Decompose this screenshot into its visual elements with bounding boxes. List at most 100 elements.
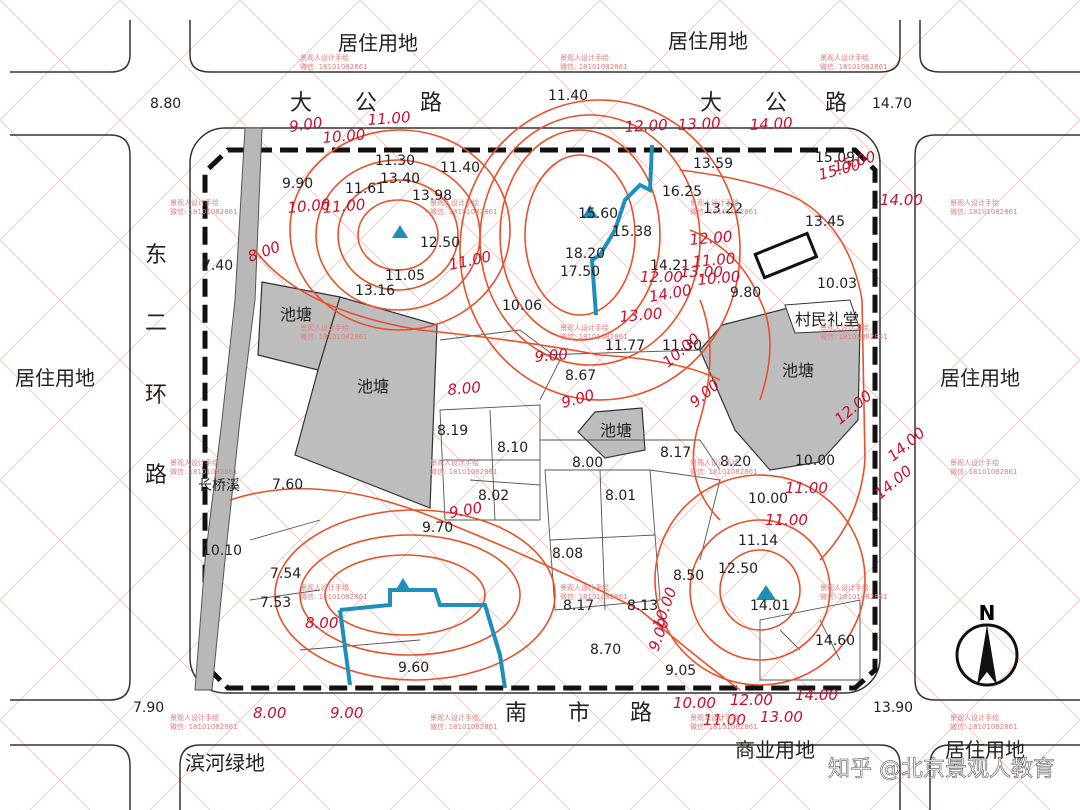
watermark-line: 景观人设计手绘	[430, 458, 479, 467]
spot-elevation: 13.40	[380, 171, 420, 187]
spot-elevation: 8.20	[720, 454, 751, 470]
spot-elevation: 9.60	[398, 660, 429, 676]
contour-value: 8.00	[447, 378, 482, 399]
spot-elevation: 13.45	[805, 214, 845, 230]
contour-value: 12.00	[730, 691, 773, 709]
land-use-label: 居住用地	[15, 366, 95, 390]
spot-elevation: 11.77	[605, 338, 645, 354]
watermark-line: 微信: 18101082861	[820, 62, 888, 71]
spot-elevation: 9.90	[282, 176, 313, 192]
spot-elevation: 10.03	[817, 276, 857, 292]
spot-elevation: 11.61	[345, 181, 385, 197]
spot-elevation: 8.13	[627, 598, 658, 614]
road-curbs	[10, 20, 1080, 810]
contour-value: 13.00	[760, 708, 803, 726]
village-hall-label: 村民礼堂	[795, 310, 859, 329]
watermark-line: 微信: 18101082861	[690, 722, 758, 731]
watermark-line: 微信: 18101082861	[170, 207, 238, 216]
spot-elevation: 8.10	[497, 440, 528, 456]
spot-elevation: 10.00	[795, 453, 835, 469]
watermark-line: 微信: 18101082861	[300, 592, 368, 601]
watermark-line: 景观人设计手绘	[690, 458, 739, 467]
spot-elevation: 13.98	[412, 188, 452, 204]
credit-watermark: 知乎 @北京景观人教育	[828, 757, 1055, 782]
contour-value: 10.00	[673, 694, 716, 712]
contour-value: 11.00	[692, 249, 736, 271]
corner-elevation: 7.90	[133, 700, 164, 716]
contour-value: 12.00	[640, 268, 683, 286]
spot-elevation: 12.50	[718, 561, 758, 577]
contour-value: 13.00	[680, 263, 723, 281]
spot-elevation: 18.20	[565, 246, 605, 262]
road-label-char: 公	[765, 91, 787, 116]
watermark-line: 景观人设计手绘	[300, 323, 349, 332]
contour-value: 10.00	[697, 267, 741, 289]
ponds	[257, 281, 861, 509]
spot-elevation: 9.05	[665, 663, 696, 679]
watermark-line: 景观人设计手绘	[820, 583, 869, 592]
north-arrow: N	[955, 601, 1019, 687]
watermark-line: 微信: 18101082861	[430, 467, 498, 476]
spot-elevation: 8.17	[660, 445, 691, 461]
corner-elevation: 11.40	[548, 88, 588, 104]
spot-elevation: 7.60	[272, 477, 303, 493]
contour-value: 9.00	[288, 113, 324, 135]
watermark-line: 景观人设计手绘	[690, 713, 739, 722]
pond-3	[577, 407, 646, 459]
land-use-label: 商业用地	[735, 738, 815, 762]
watermark-line: 景观人设计手绘	[820, 323, 869, 332]
road-label-char: 环	[145, 383, 167, 408]
summit-icon	[582, 205, 598, 218]
summit-icon	[392, 225, 408, 238]
contour-value: 9.00	[534, 345, 569, 366]
contour-value: 14.00	[795, 686, 838, 704]
land-use-label: 滨河绿地	[185, 751, 265, 775]
pond-label: 池塘	[600, 421, 632, 440]
contour-value: 13.00	[619, 304, 663, 326]
contour-value: 12.00	[624, 116, 668, 136]
contour-value: 8.00	[305, 614, 338, 632]
contour-value: 9.00	[330, 704, 363, 722]
spot-elevation: 10.00	[748, 491, 788, 507]
contour-value: 14.00	[880, 191, 923, 209]
watermark-line: 微信: 18101082861	[950, 722, 1018, 731]
road-label-char: 路	[420, 91, 442, 116]
contour-value: 11.00	[703, 711, 746, 729]
spot-elevation: 8.17	[563, 598, 594, 614]
spot-elevation: 8.70	[590, 642, 621, 658]
road-label-char: 路	[630, 701, 652, 726]
watermark-line: 微信: 18101082861	[820, 592, 888, 601]
village-hall	[784, 299, 861, 334]
spot-elevation: 9.70	[422, 520, 453, 536]
road-labels: 大公路大公路东二环路南市路	[145, 91, 847, 726]
spot-elevation: 11.40	[440, 160, 480, 176]
pond-2	[294, 296, 438, 509]
spot-elevation: 14.60	[815, 633, 855, 649]
spot-elevation: 8.08	[552, 546, 583, 562]
watermark-line: 微信: 18101082861	[170, 722, 238, 731]
spot-elevation: 8.19	[437, 423, 468, 439]
watermark-line: 景观人设计手绘	[950, 198, 999, 207]
road-label-char: 路	[825, 91, 847, 116]
watermark-line: 微信: 18101082861	[950, 207, 1018, 216]
contour-value: 11.00	[765, 511, 808, 529]
road-label-char: 市	[568, 701, 590, 726]
watermark-line: 景观人设计手绘	[170, 713, 219, 722]
watermark-line: 景观人设计手绘	[430, 713, 479, 722]
spot-elevation: 15.60	[578, 206, 618, 222]
contour-value: 9.00	[448, 498, 484, 522]
spot-elevation: 8.00	[572, 455, 603, 471]
watermark-line: 微信: 18101082861	[430, 722, 498, 731]
watermark-line: 景观人设计手绘	[560, 53, 609, 62]
corner-elevation: 8.80	[150, 96, 181, 112]
spot-elevation: 13.22	[703, 201, 743, 217]
road-label-char: 大	[700, 91, 722, 116]
spot-elevation: 17.50	[560, 264, 600, 280]
contour-value: 11.00	[785, 479, 828, 497]
spot-elevation: 15.09	[815, 150, 855, 166]
